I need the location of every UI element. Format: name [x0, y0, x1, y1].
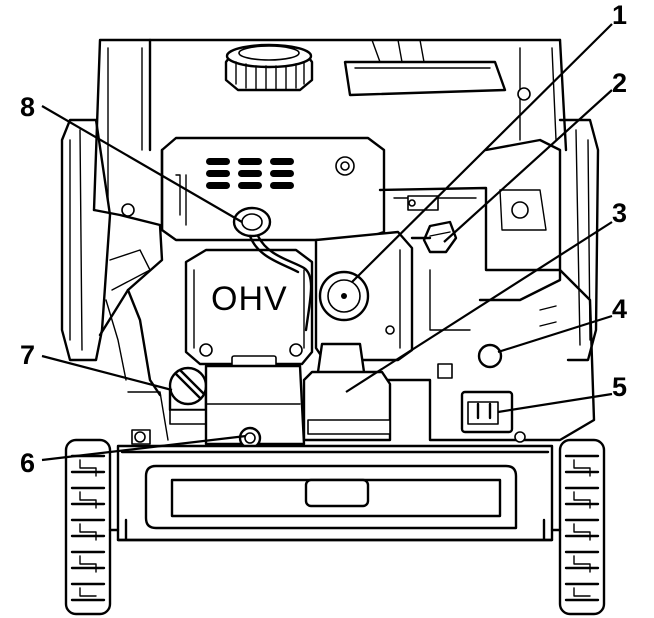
callout-labels: 1 2 3 4 5 6 7 8 [20, 0, 627, 478]
leader-6 [41, 434, 247, 462]
handle-frame [92, 38, 568, 212]
callout-8: 8 [20, 92, 35, 122]
chassis [127, 186, 596, 445]
auger-housing [116, 444, 554, 542]
electric-start-connector [437, 363, 514, 434]
cylinder-head: OHV [184, 248, 314, 369]
oil-fill-cap [168, 366, 208, 425]
callout-2: 2 [612, 68, 627, 98]
fuel-cap [224, 43, 314, 92]
left-wheel [64, 438, 120, 616]
choke-control [410, 220, 458, 254]
engine-decal-text: OHV [211, 280, 288, 318]
leader-8 [41, 105, 243, 223]
oil-drain-plug [238, 426, 262, 450]
leader-lines [41, 23, 613, 462]
callout-1: 1 [612, 0, 627, 30]
muffler-housing [314, 230, 414, 362]
callout-4: 4 [612, 294, 627, 324]
callout-5: 5 [612, 372, 627, 402]
leader-4 [497, 314, 613, 354]
chassis-plug [477, 343, 503, 369]
leader-5 [497, 392, 613, 414]
engine-shroud [160, 136, 386, 242]
callout-7: 7 [20, 340, 35, 370]
leader-2 [443, 89, 613, 243]
callout-6: 6 [20, 448, 35, 478]
left-side-panel [60, 118, 164, 397]
callout-3: 3 [612, 198, 627, 228]
leader-7 [41, 354, 173, 392]
leader-3 [345, 221, 613, 393]
crankcase [204, 364, 392, 446]
shroud-vents [206, 158, 294, 189]
spark-plug-boot [232, 206, 313, 332]
primer-button [318, 270, 370, 322]
leader-1 [351, 23, 613, 283]
right-wheel [550, 438, 606, 616]
